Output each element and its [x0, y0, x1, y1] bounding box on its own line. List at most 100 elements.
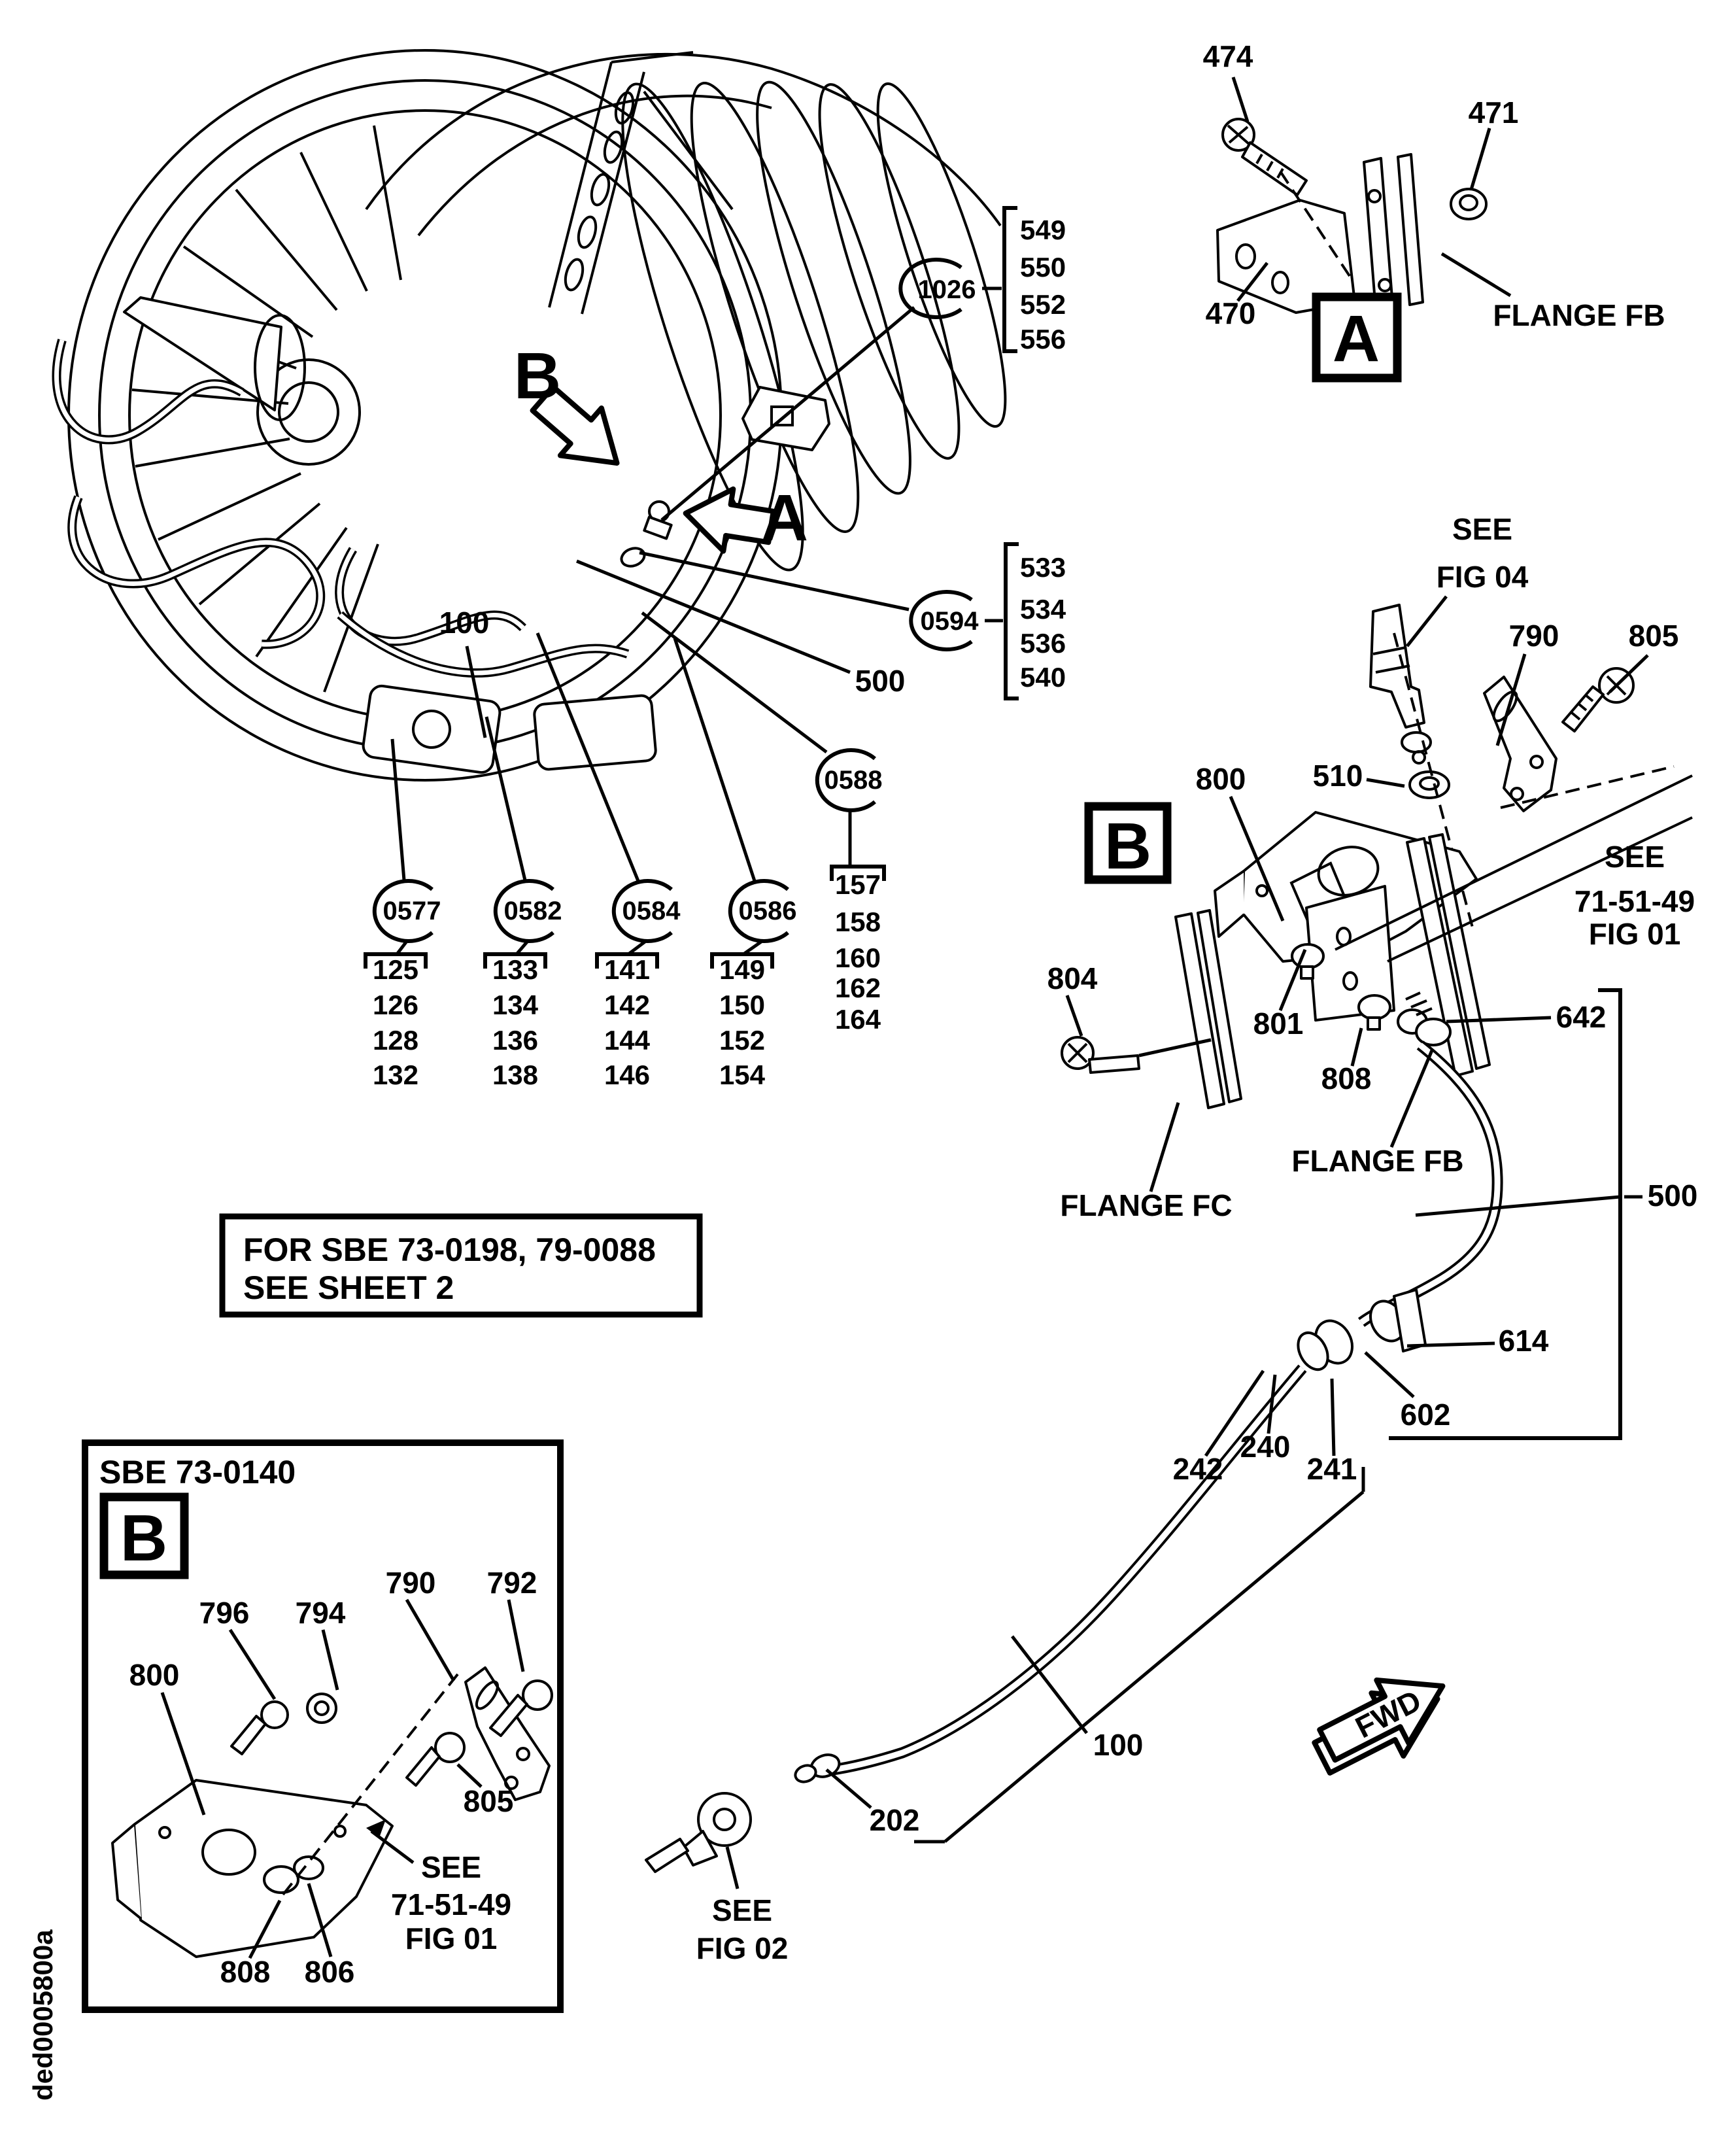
leader-808	[1350, 1027, 1363, 1067]
sbe-screw-792-shaft	[489, 1694, 528, 1737]
label-242: 242	[1173, 1452, 1223, 1486]
leader-642	[1446, 1016, 1552, 1024]
label-804: 804	[1047, 961, 1098, 995]
bracket-470-hole	[1271, 271, 1289, 294]
spinner-cone	[123, 296, 282, 411]
ref-line	[1387, 816, 1693, 963]
drawing-id: ded0005800a	[27, 1929, 58, 2101]
leader-801	[1278, 949, 1307, 1011]
label-801: 801	[1253, 1007, 1304, 1041]
note-see-ref-line1: SEE	[1605, 840, 1665, 874]
callout-id: 0584	[622, 897, 681, 925]
leader-241	[1330, 1378, 1336, 1456]
grommet-801	[1291, 943, 1325, 969]
sbe-letter: B	[120, 1502, 167, 1575]
callout-id: 0586	[739, 897, 797, 925]
strut-slot	[614, 91, 635, 125]
sbe-bracket-hole-small	[158, 1826, 171, 1839]
callout-item: 152	[719, 1025, 765, 1056]
leader-805	[1608, 654, 1649, 693]
case-ring-1	[621, 82, 804, 572]
callout-top-bracket	[483, 952, 547, 969]
callout-item: 160	[835, 942, 881, 973]
spinner-base	[254, 314, 306, 421]
leader-804-ext	[1138, 1038, 1212, 1058]
engine-pipe	[54, 339, 243, 442]
sbe-assembly-axis	[281, 1673, 459, 1897]
callout-item: 132	[373, 1059, 418, 1090]
leader-614	[1406, 1341, 1495, 1348]
leader-see-fig02	[725, 1846, 740, 1889]
label-614: 614	[1499, 1324, 1549, 1358]
grommet-808-stem	[1367, 1016, 1381, 1031]
sheet-note-line2: SEE SHEET 2	[243, 1269, 454, 1306]
screw-805-threads	[1571, 693, 1594, 721]
engine-pipe	[67, 495, 326, 649]
callout-circle	[815, 748, 876, 812]
sbe-detail-box: SBE 73-0140 B 796	[82, 1439, 564, 2013]
angle-bracket-hole	[1342, 971, 1358, 991]
leader-800-sbe	[160, 1692, 206, 1816]
sbe-washer-794-bore	[314, 1700, 330, 1716]
flange-fc-plate	[1197, 909, 1242, 1103]
leader-510	[1366, 778, 1405, 788]
leader-602	[1364, 1351, 1415, 1398]
bolt-474-shaft	[1241, 141, 1308, 196]
label-808: 808	[1321, 1061, 1372, 1095]
leader-805-sbe	[456, 1763, 483, 1788]
leader-flange-fb	[1440, 252, 1512, 298]
fwd-arrow-face	[1317, 1678, 1446, 1763]
callout-item: 154	[719, 1059, 766, 1090]
callout-item: 125	[373, 954, 418, 985]
callout-item: 144	[604, 1025, 651, 1056]
flange-hole	[1378, 278, 1392, 292]
accessory-body	[533, 694, 657, 771]
installed-clamp-base	[643, 515, 673, 540]
callout-id: 0577	[383, 897, 441, 925]
extent-line-100	[944, 1490, 1365, 1843]
grommet-808	[1357, 994, 1391, 1020]
label-241: 241	[1307, 1452, 1357, 1486]
engine-pipe	[69, 496, 323, 647]
callout-item: 556	[1020, 324, 1066, 354]
sbe-screw-792-head	[522, 1679, 553, 1711]
fan-case-mid-ring	[98, 79, 752, 751]
leader-0586	[673, 638, 757, 882]
label-792: 792	[487, 1566, 537, 1600]
callout-id: 1026	[918, 275, 976, 304]
case-ring-5	[876, 82, 1007, 428]
detail-b-arrow	[530, 384, 620, 466]
nut-471	[1450, 188, 1488, 220]
nut-471-bore	[1459, 194, 1478, 211]
detail-a-letter: A	[1333, 302, 1380, 375]
accessory-housing	[533, 694, 657, 771]
leader-1026	[660, 306, 915, 521]
callout-0586: 0586 149 150 152 154	[710, 879, 797, 1090]
leader-474	[1231, 77, 1250, 122]
leader-see-fig04	[1406, 595, 1448, 647]
callout-circle	[372, 879, 434, 943]
leader-794	[321, 1629, 339, 1691]
gearbox-port	[412, 710, 451, 749]
sbe-plate-slot	[475, 1680, 500, 1710]
callout-item: 157	[835, 869, 881, 900]
case-top-inner	[417, 94, 772, 237]
leader-808-sbe	[248, 1899, 282, 1959]
plate-790-hole	[1510, 787, 1524, 801]
detail-a-arrow	[683, 486, 776, 554]
callout-item: 142	[604, 990, 650, 1020]
callout-item: 552	[1020, 289, 1066, 320]
pylon-strut	[548, 51, 734, 315]
callout-stub	[515, 939, 530, 955]
detail-b-letter-box	[1084, 802, 1172, 884]
case-ring-2	[690, 82, 860, 533]
label-602: 602	[1401, 1398, 1451, 1432]
detail-b-letter: B	[1104, 810, 1151, 883]
callout-circle	[493, 879, 554, 943]
engine-tube-100-path	[338, 613, 629, 676]
label-808-sbe: 808	[220, 1955, 271, 1989]
engine-illustration: B A	[52, 49, 1007, 782]
fig02-ring-bore	[713, 1808, 736, 1831]
callout-item: 534	[1020, 594, 1066, 625]
